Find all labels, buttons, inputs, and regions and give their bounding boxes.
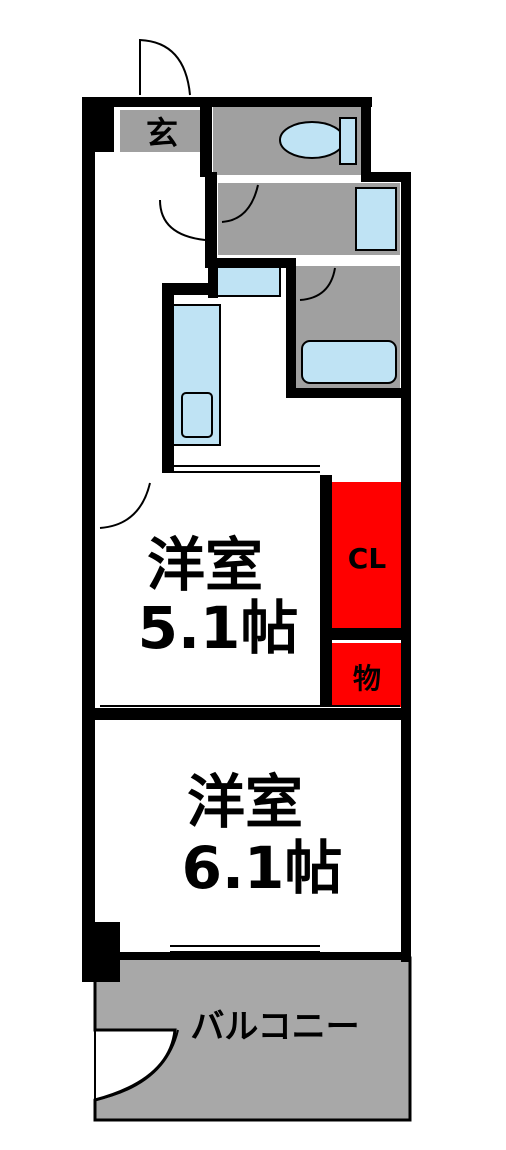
washbasin-icon [355, 187, 397, 251]
storage-label: 物 [353, 662, 381, 695]
closet-cl [332, 482, 402, 630]
swing-doors [99, 38, 336, 529]
entrance-label: 玄 [146, 114, 178, 152]
bathtub-icon [301, 340, 397, 384]
genkan-floor [120, 110, 205, 152]
room1-size-label: 5.1帖 [138, 594, 299, 662]
closet-label: CL [348, 542, 387, 575]
storage-mono [332, 643, 402, 707]
room1-type-label: 洋室 [147, 531, 263, 599]
room2-type-label: 洋室 [187, 768, 303, 836]
walls [82, 97, 411, 982]
toilet-tank-icon [339, 117, 357, 165]
room2-size-label: 6.1帖 [182, 834, 343, 902]
toilet-bowl-icon [279, 121, 345, 159]
kitchen-sink-icon [181, 392, 213, 438]
balcony-curve [94, 980, 179, 1102]
balcony-area [93, 956, 412, 1122]
sliding-doors [100, 465, 400, 953]
balcony-label: バルコニー [190, 1007, 359, 1047]
